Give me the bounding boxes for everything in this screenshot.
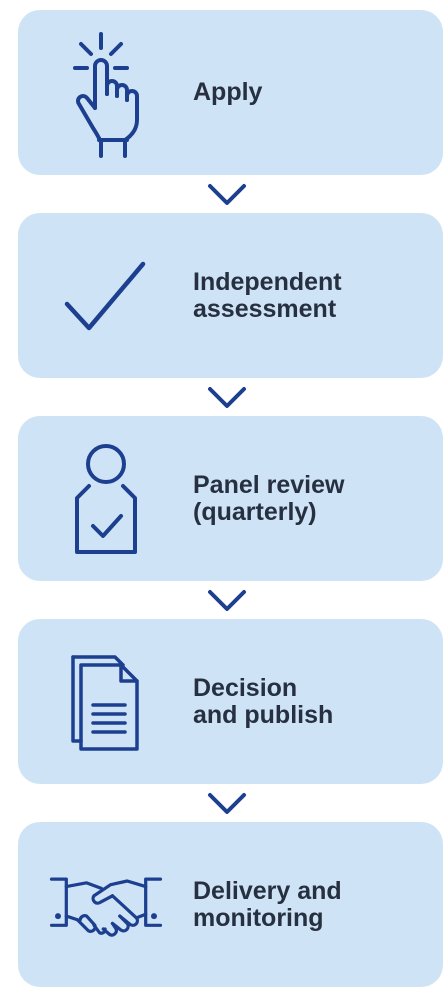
step-apply: Apply: [18, 10, 443, 175]
step-panel-review: Panel review (quarterly): [18, 416, 443, 581]
document-icon: [46, 619, 166, 784]
chevron-down-icon: [207, 182, 247, 208]
person-check-icon: [46, 416, 166, 581]
step-label: Panel review (quarterly): [193, 470, 345, 526]
step-decision-and-publish: Decision and publish: [18, 619, 443, 784]
step-label: Decision and publish: [193, 673, 334, 729]
chevron-down-icon: [207, 791, 247, 817]
step-delivery-and-monitoring: Delivery and monitoring: [18, 822, 443, 987]
checkmark-icon: [46, 213, 166, 378]
step-label: Independent assessment: [193, 267, 342, 323]
step-label: Delivery and monitoring: [193, 876, 342, 932]
chevron-down-icon: [207, 385, 247, 411]
tap-finger-icon: [46, 10, 166, 175]
handshake-icon: [46, 822, 166, 987]
step-independent-assessment: Independent assessment: [18, 213, 443, 378]
step-label: Apply: [193, 78, 263, 106]
chevron-down-icon: [207, 588, 247, 614]
